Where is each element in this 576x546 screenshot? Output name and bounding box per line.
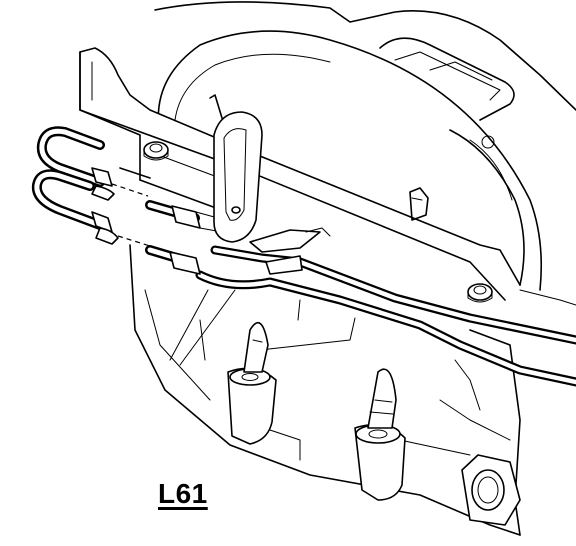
line-bracket <box>249 227 331 275</box>
case-bosses <box>227 321 521 526</box>
bolt-heads <box>143 141 493 303</box>
line-fittings <box>145 200 223 275</box>
engine-cover <box>154 1 576 306</box>
cooler-hoses <box>31 126 119 245</box>
retaining-clip <box>209 94 263 243</box>
cooler-pipes <box>195 245 576 387</box>
mounting-rail <box>244 149 521 301</box>
leader-lines <box>169 289 236 366</box>
model-label: L61 <box>158 478 208 509</box>
alignment-lines <box>111 183 151 247</box>
